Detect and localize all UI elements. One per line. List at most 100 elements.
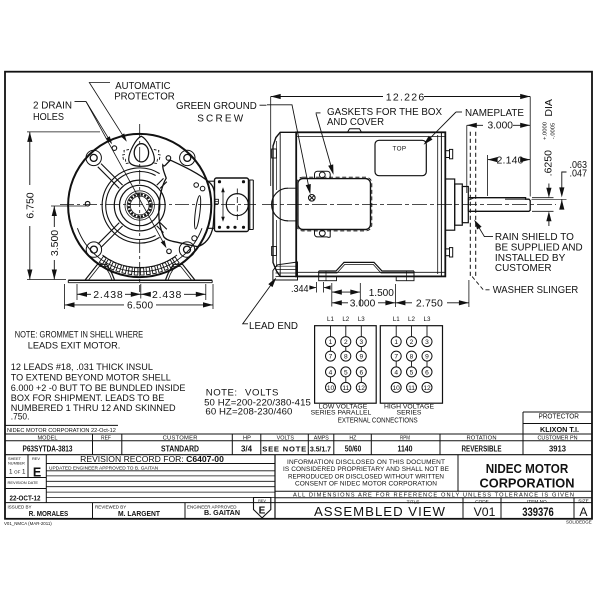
svg-text:WASHER SLINGER: WASHER SLINGER	[493, 285, 579, 296]
svg-text:EXTERNAL CONNECTIONS: EXTERNAL CONNECTIONS	[338, 415, 418, 424]
svg-text:ROTATION: ROTATION	[467, 436, 497, 442]
svg-text:12: 12	[423, 385, 431, 392]
svg-text:.063: .063	[570, 159, 588, 171]
svg-text:CUSTOMER: CUSTOMER	[495, 263, 552, 274]
svg-text:6.500: 6.500	[127, 300, 153, 311]
svg-text:REVERSIBLE: REVERSIBLE	[462, 445, 502, 454]
svg-text:12 LEADS #18, .031 THICK INSUL: 12 LEADS #18, .031 THICK INSUL	[11, 361, 153, 372]
svg-text:BOX FOR SHIPMENT. LEADS TO BE: BOX FOR SHIPMENT. LEADS TO BE	[11, 392, 165, 403]
svg-text:RPM: RPM	[400, 436, 410, 442]
svg-text:L2: L2	[408, 316, 415, 323]
svg-text:.344: .344	[291, 284, 309, 295]
svg-text:6: 6	[359, 369, 363, 376]
svg-text:+.0000: +.0000	[543, 122, 549, 140]
svg-text:VOLTS: VOLTS	[245, 388, 278, 399]
svg-text:IS CONSIDERED PROPRIETARY AND: IS CONSIDERED PROPRIETARY AND SHALL NOT …	[283, 466, 450, 473]
svg-text:MODEL: MODEL	[38, 436, 59, 442]
svg-text:AUTOMATIC: AUTOMATIC	[115, 81, 170, 92]
svg-text:SHEET: SHEET	[8, 456, 22, 461]
svg-text:HIGH VOLTAGE: HIGH VOLTAGE	[384, 403, 434, 410]
svg-text:HZ: HZ	[349, 436, 356, 442]
svg-text:6.000 +2 -0 BUT TO BE BUNDLED: 6.000 +2 -0 BUT TO BE BUNDLED INSIDE	[11, 382, 186, 393]
svg-text:REV: REV	[32, 456, 40, 461]
svg-text:12.226: 12.226	[386, 91, 425, 103]
svg-text:P63SYTDA-3813: P63SYTDA-3813	[23, 445, 74, 454]
svg-text:B. GAITAN: B. GAITAN	[204, 508, 240, 517]
svg-text:50/60: 50/60	[345, 445, 362, 454]
svg-text:V01: V01	[474, 505, 496, 519]
svg-text:A: A	[579, 505, 588, 519]
svg-text:3913: 3913	[549, 445, 567, 454]
svg-text:L3: L3	[358, 316, 365, 323]
svg-text:NIDEC MOTOR CORPORATION 22-Oct: NIDEC MOTOR CORPORATION 22-Oct-12	[7, 428, 116, 434]
svg-text:2: 2	[410, 339, 414, 346]
svg-text:SERIES PARALLEL: SERIES PARALLEL	[311, 410, 372, 417]
svg-text:GREEN GROUND: GREEN GROUND	[176, 101, 257, 112]
svg-text:DIA: DIA	[543, 99, 555, 117]
svg-text:INFORMATION DISCLOSED ON THIS: INFORMATION DISCLOSED ON THIS DOCUMENT	[287, 459, 445, 466]
svg-text:9: 9	[425, 354, 429, 361]
svg-text:50 HZ=200-220/380-415: 50 HZ=200-220/380-415	[204, 397, 311, 408]
svg-text:REPRODUCED OR DISCLOSED WITHOU: REPRODUCED OR DISCLOSED WITHOUT WRITTEN	[288, 473, 444, 480]
svg-text:ASSEMBLED VIEW: ASSEMBLED VIEW	[314, 504, 446, 519]
svg-text:NUMBERED 1 THRU 12 AND SKINNED: NUMBERED 1 THRU 12 AND SKINNED	[11, 402, 176, 413]
svg-text:.6250: .6250	[543, 150, 555, 176]
svg-text:1: 1	[394, 339, 398, 346]
svg-text:M. LARGENT: M. LARGENT	[118, 509, 161, 518]
svg-text:5: 5	[410, 369, 414, 376]
svg-text:TITLE: TITLE	[407, 499, 420, 504]
svg-text:CUSTOMER PN: CUSTOMER PN	[538, 436, 578, 442]
svg-text:3.5/1.7: 3.5/1.7	[310, 445, 331, 454]
svg-text:2: 2	[344, 339, 348, 346]
svg-text:3.000: 3.000	[350, 297, 376, 309]
svg-text:7: 7	[394, 354, 398, 361]
svg-text:SERIES: SERIES	[397, 410, 422, 417]
svg-text:1.500: 1.500	[369, 287, 394, 299]
svg-text:4: 4	[329, 369, 333, 376]
svg-text:1140: 1140	[398, 445, 414, 454]
svg-text:SEE NOTE: SEE NOTE	[262, 445, 306, 454]
svg-text:UPDATED ENGINEER APPROVED TO B: UPDATED ENGINEER APPROVED TO B. GAITAN	[49, 465, 159, 471]
svg-text:CORPORATION: CORPORATION	[480, 476, 575, 491]
svg-text:CODE: CODE	[475, 499, 489, 504]
svg-text:.750.: .750.	[11, 411, 30, 422]
svg-text:2.438: 2.438	[152, 289, 182, 301]
svg-text:TOP: TOP	[392, 146, 406, 153]
svg-text:1: 1	[329, 339, 333, 346]
svg-text:NIDEC MOTOR: NIDEC MOTOR	[486, 461, 569, 476]
svg-text:8: 8	[344, 354, 348, 361]
svg-text:NOTE:: NOTE:	[206, 388, 237, 399]
svg-text:3.500: 3.500	[49, 230, 61, 256]
svg-text:V01_NMCA (MAR-2011): V01_NMCA (MAR-2011)	[4, 521, 52, 526]
svg-text:SIZE: SIZE	[578, 498, 588, 503]
svg-text:BE SUPPLIED AND: BE SUPPLIED AND	[495, 242, 583, 253]
svg-text:INSTALLED BY: INSTALLED BY	[495, 253, 566, 264]
svg-text:22-OCT-12: 22-OCT-12	[10, 495, 41, 502]
svg-text:ITEM NO.: ITEM NO.	[527, 499, 548, 504]
svg-text:LEADS EXIT MOTOR.: LEADS EXIT MOTOR.	[28, 340, 121, 351]
svg-text:REVIEWED BY: REVIEWED BY	[95, 505, 126, 510]
svg-text:6.750: 6.750	[25, 192, 37, 218]
svg-text:REVISION RECORD FOR: C6407-00: REVISION RECORD FOR: C6407-00	[80, 454, 224, 464]
svg-text:L2: L2	[342, 316, 349, 323]
svg-text:8: 8	[410, 354, 414, 361]
svg-text:R. MORALES: R. MORALES	[29, 509, 69, 518]
svg-text:11: 11	[408, 385, 415, 392]
svg-text:CONSENT OF NIDEC MOTOR CORPORA: CONSENT OF NIDEC MOTOR CORPORATION	[295, 481, 437, 488]
svg-text:339376: 339376	[522, 505, 554, 519]
svg-text:VOLTS: VOLTS	[277, 436, 295, 442]
svg-text:-.0005: -.0005	[551, 123, 557, 139]
svg-text:L1: L1	[393, 316, 400, 323]
svg-text:2.140: 2.140	[497, 154, 524, 166]
svg-text:KLIXON T.I.: KLIXON T.I.	[540, 425, 579, 434]
svg-text:1 OF 1: 1 OF 1	[9, 469, 26, 476]
svg-text:10: 10	[393, 385, 401, 392]
svg-text:L1: L1	[327, 316, 334, 323]
svg-text:3/4: 3/4	[241, 445, 253, 454]
svg-text:REV: REV	[258, 499, 266, 503]
svg-text:NAMEPLATE: NAMEPLATE	[465, 108, 524, 119]
svg-text:LEAD END: LEAD END	[249, 321, 298, 332]
svg-text:2 DRAIN: 2 DRAIN	[33, 100, 72, 111]
svg-text:HOLES: HOLES	[33, 112, 64, 123]
svg-text:AND COVER: AND COVER	[327, 117, 384, 128]
